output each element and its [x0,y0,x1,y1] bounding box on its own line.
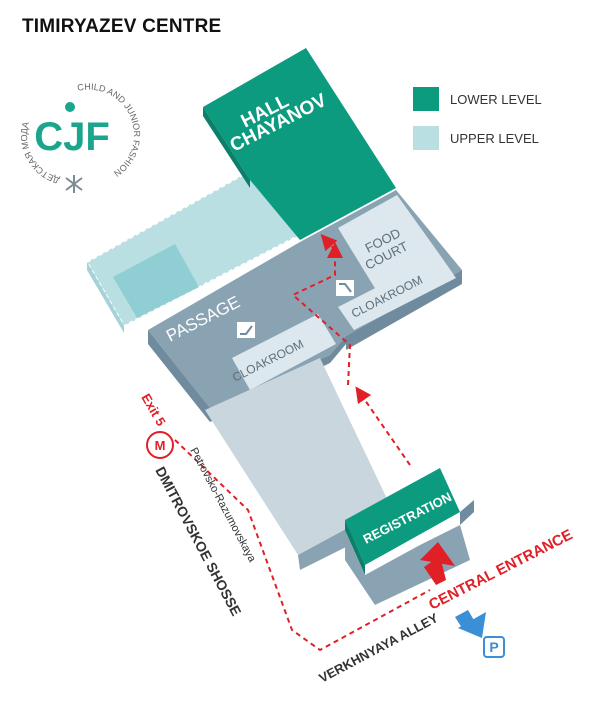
legend-upper: UPPER LEVEL [413,126,539,150]
logo-letters: CJF [34,115,110,159]
exit-label: Exit 5 [138,391,168,429]
snowflake-icon [65,175,83,193]
entrance-arrow-icon [420,542,455,585]
upper-level-label: UPPER LEVEL [450,130,539,146]
metro-exit[interactable]: M Exit 5 [138,391,174,459]
lower-level-swatch [413,87,439,111]
parking-arrow-icon [455,610,486,638]
lower-level-label: LOWER LEVEL [450,91,542,107]
parking-label: P [489,639,498,655]
hall-chayanov[interactable]: HALL CHAYANOV [203,48,396,240]
legend-lower: LOWER LEVEL [413,87,542,111]
route-paths [174,234,431,652]
metro-icon: M [155,438,166,453]
escalator-icon [237,322,255,338]
food-court[interactable]: FOOD COURT [338,195,440,290]
flower-icon [65,102,75,112]
escalator-icon [336,280,354,296]
alley-label: VERKHNYAYA ALLEY [316,610,440,686]
upper-level-swatch [413,126,439,150]
road-label: DMITROVSKOE SHOSSE [152,464,244,618]
map-title: TIMIRYAZEV CENTRE [22,16,222,37]
parking-icon[interactable]: P [483,636,505,658]
cjf-logo: CJF CHILD AND JUNIOR FASHION ДЕТСКАЯ МОД… [19,82,142,193]
